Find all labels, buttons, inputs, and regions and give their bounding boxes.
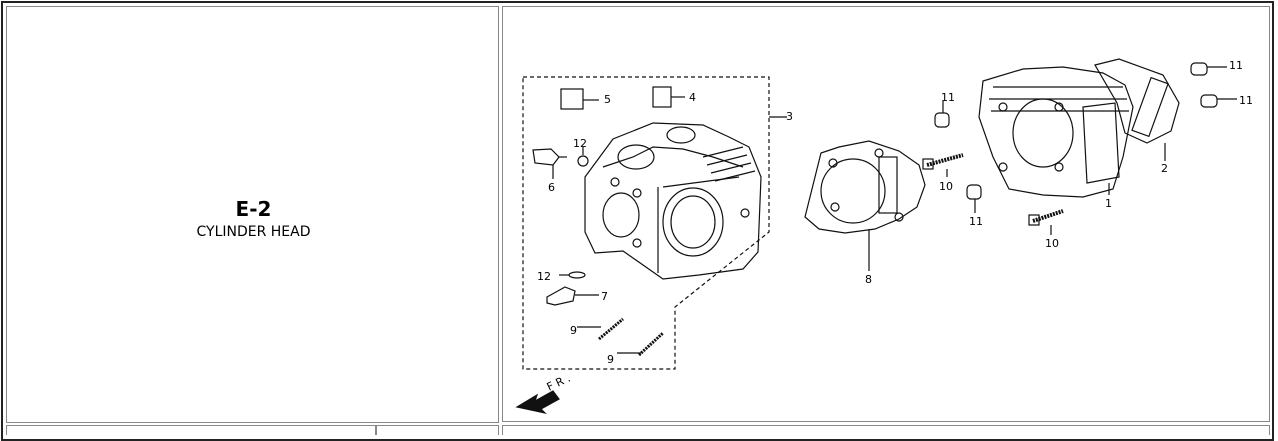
callout-11-c: 11 xyxy=(1229,59,1243,72)
callout-9-a: 9 xyxy=(570,324,577,337)
callout-9-b: 9 xyxy=(607,353,614,366)
callout-12-top: 12 xyxy=(573,137,587,150)
callout-3: 3 xyxy=(786,110,793,123)
exploded-parts-diagram: 5 4 3 12 6 12 7 9 9 8 10 10 11 11 11 11 … xyxy=(515,58,1253,415)
callout-labels: 5 4 3 12 6 12 7 9 9 8 10 10 11 11 11 11 … xyxy=(537,59,1253,394)
section-info-cell: E-2 CYLINDER HEAD xyxy=(6,6,499,423)
callout-2: 2 xyxy=(1161,162,1168,175)
callout-4: 4 xyxy=(689,91,696,104)
callout-1: 1 xyxy=(1105,197,1112,210)
callout-11-d: 11 xyxy=(1239,94,1253,107)
callout-11-b: 11 xyxy=(969,215,983,228)
front-direction-label: F R . xyxy=(545,372,573,394)
section-code: E-2 xyxy=(235,197,272,221)
diagram-cell: 5 4 3 12 6 12 7 9 9 8 10 10 11 11 11 11 … xyxy=(502,6,1270,422)
callout-10-b: 10 xyxy=(1045,237,1059,250)
callout-12-lower: 12 xyxy=(537,270,551,283)
callout-5: 5 xyxy=(604,93,611,106)
section-title: CYLINDER HEAD xyxy=(196,224,311,240)
callout-7: 7 xyxy=(601,290,608,303)
callout-10-a: 10 xyxy=(939,180,953,193)
callout-11-a: 11 xyxy=(941,91,955,104)
callout-6: 6 xyxy=(548,181,555,194)
callout-8: 8 xyxy=(865,273,872,286)
